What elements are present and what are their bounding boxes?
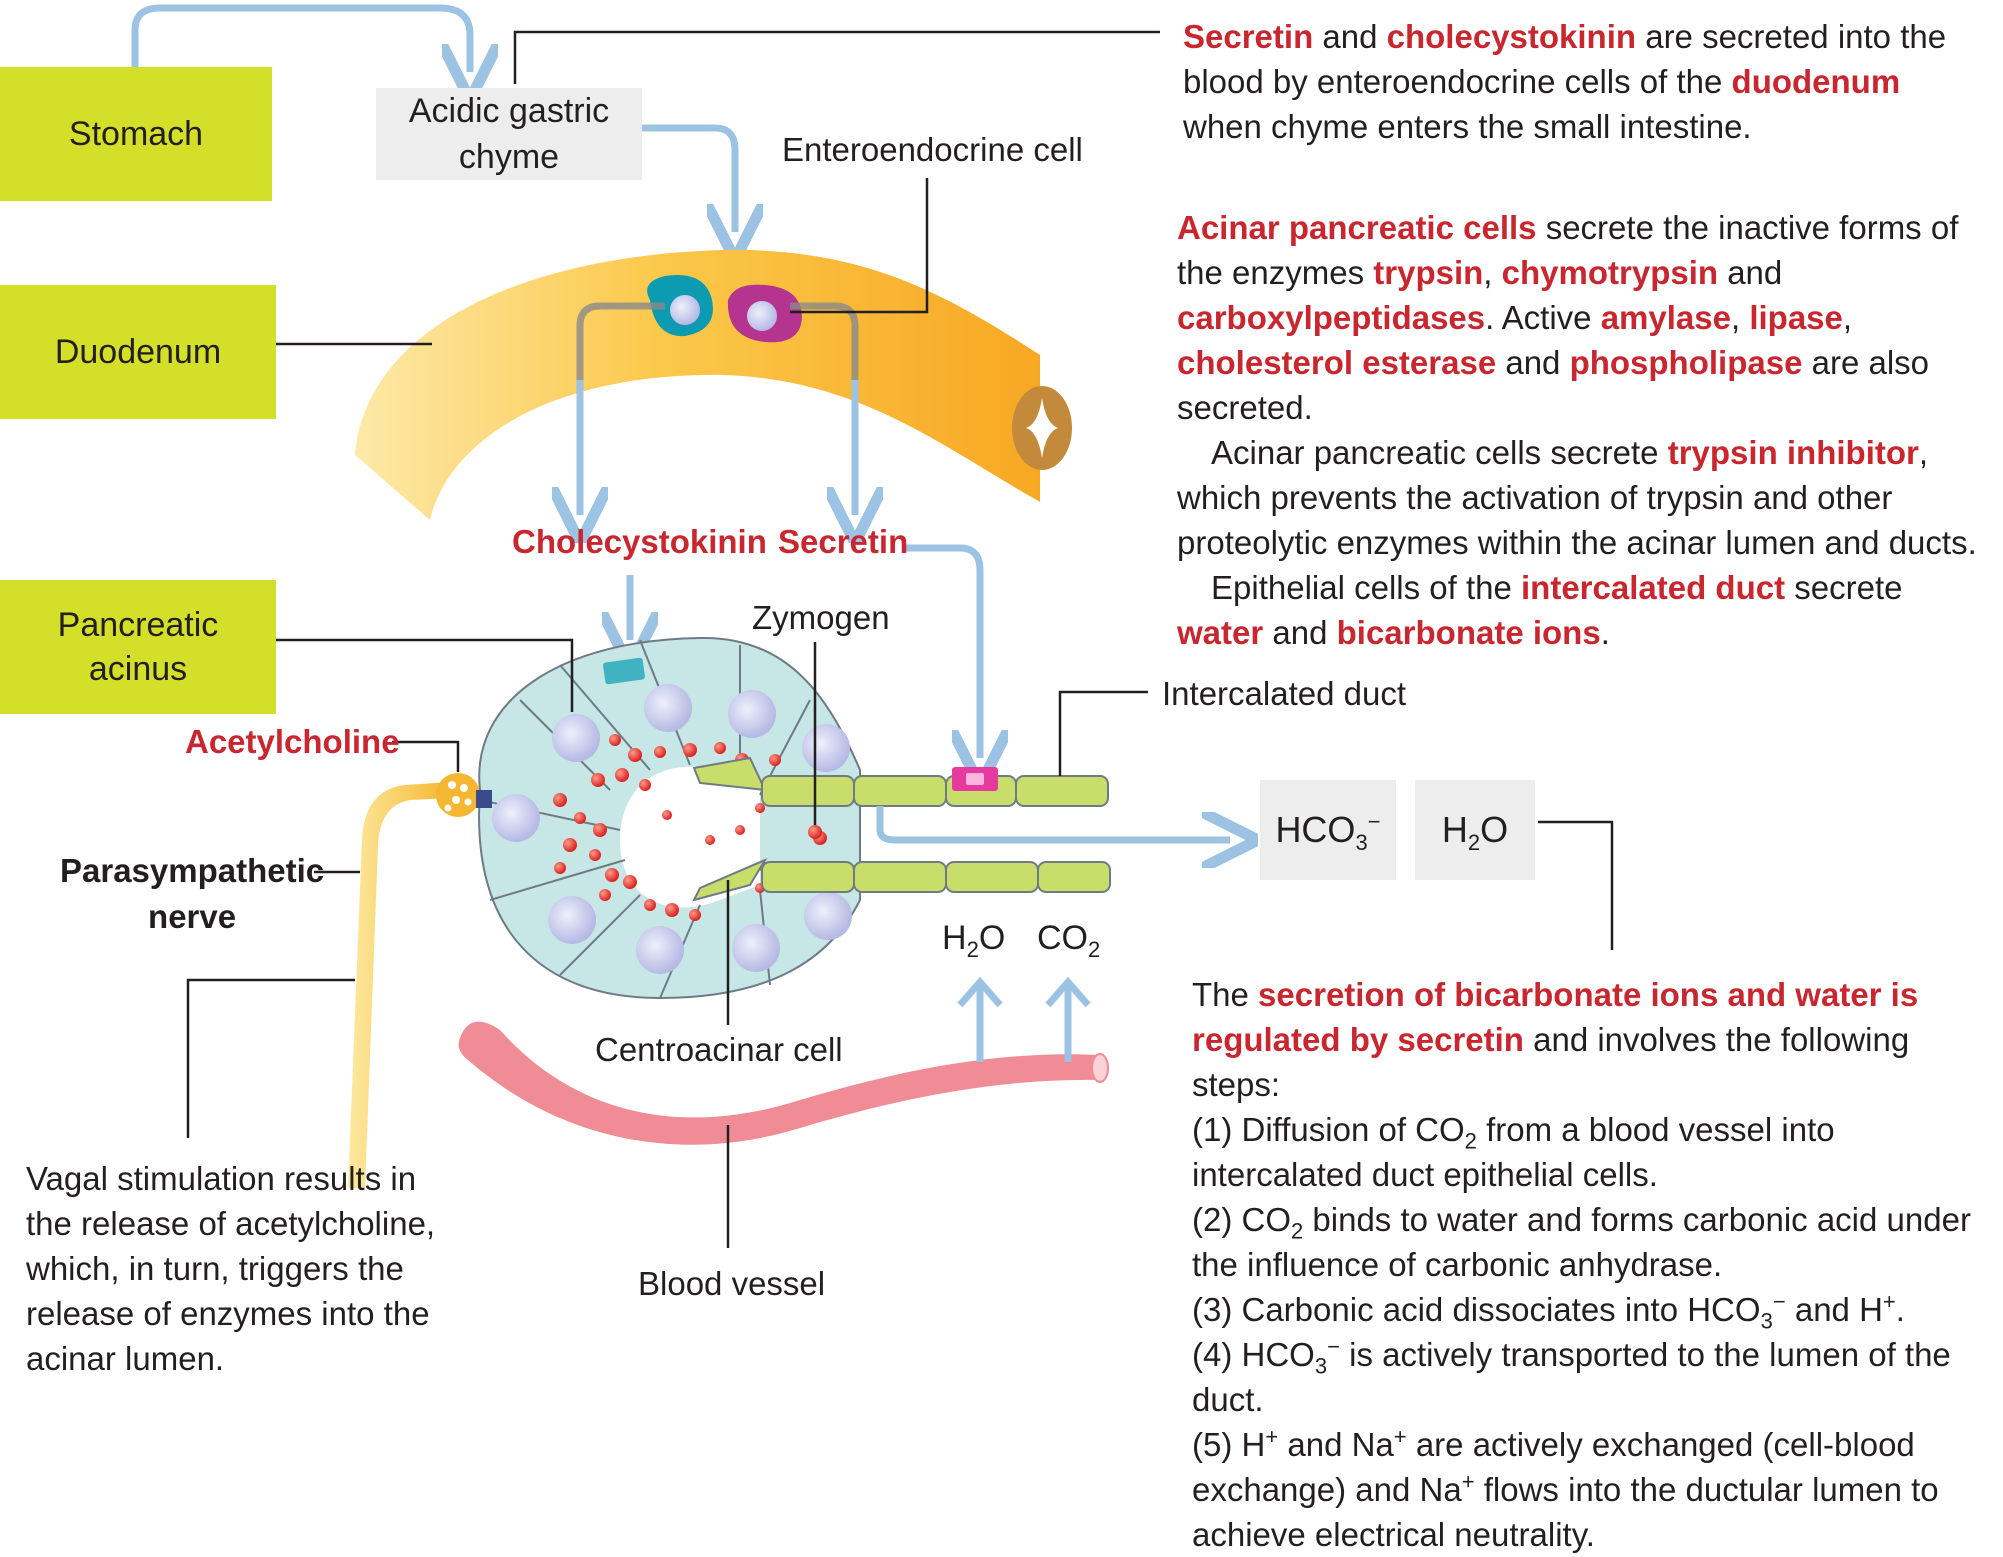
bicarbonate-ion-box: HCO3−	[1260, 780, 1396, 880]
acinus-label-line2: acinus	[88, 650, 188, 688]
pancreas-secretion-diagram	[131, 4, 1614, 1248]
bicarbonate-step-4: (4) HCO3− is actively transported to the…	[1192, 1334, 1951, 1419]
acinar-enzymes-paragraph: Acinar pancreatic cells secrete the inac…	[1177, 209, 1959, 426]
acinus-pointer	[276, 638, 574, 712]
intercalated-duct	[761, 775, 1111, 893]
blood-vessel-label: Blood vessel	[638, 1265, 826, 1302]
blood-vessel-end	[1091, 1053, 1109, 1083]
secretin-label: Secretin	[778, 523, 909, 560]
trypsin-inhibitor-paragraph: Acinar pancreatic cells secrete trypsin …	[1177, 434, 1977, 561]
intercalated-duct-pointer	[1058, 690, 1148, 776]
duodenum-label: Duodenum	[54, 333, 222, 371]
intercalated-duct-label: Intercalated duct	[1162, 675, 1406, 712]
hormone-secretion-text: Secretin and cholecystokinin are secrete…	[1183, 18, 1947, 145]
co2-diffusion-arrowhead	[1045, 976, 1091, 1008]
parasympathetic-nerve-label: Parasympathetic nerve	[60, 848, 324, 940]
stomach-to-chyme-arrow	[131, 4, 470, 72]
chyme-label-line2: chyme	[458, 138, 560, 176]
acetylcholine-pointer	[392, 740, 460, 772]
secretin-receptor-highlight	[966, 773, 984, 785]
bicarbonate-step-5: (5) H+ and Na+ are actively exchanged (c…	[1192, 1424, 1939, 1554]
vagal-stimulation-text: Vagal stimulation results in the release…	[26, 1160, 436, 1377]
parasympathetic-nerve	[348, 782, 450, 1188]
acetylcholine-label: Acetylcholine	[185, 723, 400, 760]
stomach-box: Stomach	[0, 67, 272, 201]
acetylcholine-receptor	[476, 790, 492, 808]
hormone-text-pointer	[513, 30, 1160, 84]
secretin-cell-nucleus	[747, 301, 777, 331]
cck-receptor	[603, 657, 645, 685]
bicarbonate-step-3: (3) Carbonic acid dissociates into HCO3−…	[1192, 1289, 1905, 1334]
zymogen-granules	[553, 734, 827, 921]
chyme-label-line1: Acidic gastric	[408, 92, 610, 130]
cholecystokinin-label: Cholecystokinin	[512, 523, 767, 560]
secretin-to-duct-arrow	[905, 544, 980, 758]
vagal-pointer	[186, 978, 355, 1138]
acinar-secretion-text: Acinar pancreatic cells secrete the inac…	[1177, 205, 1993, 655]
water-ion-box: H2O	[1415, 780, 1535, 880]
bicarbonate-step-2: (2) CO2 binds to water and forms carboni…	[1192, 1201, 1971, 1283]
h2o-diffusion-label: H2O	[942, 919, 1006, 962]
bicarbonate-secretion-text: The secretion of bicarbonate ions and wa…	[1192, 972, 1992, 1557]
enteroendocrine-pointer	[790, 178, 929, 314]
h2o-diffusion-arrowhead	[957, 976, 1003, 1008]
stomach-label: Stomach	[68, 115, 204, 153]
duct-to-ions-arrow	[876, 806, 1230, 840]
ions-pointer	[1538, 820, 1614, 950]
bicarbonate-step-1: (1) Diffusion of CO2 from a blood vessel…	[1192, 1111, 1835, 1193]
acinus-label-line1: Pancreatic	[57, 606, 219, 644]
cck-release-arrow	[576, 302, 665, 380]
duodenum-lumen-star	[1026, 398, 1058, 458]
duodenum-tube	[355, 249, 1040, 520]
cck-cell-nucleus	[670, 295, 700, 325]
duodenum-box: Duodenum	[0, 285, 276, 419]
zymogen-label: Zymogen	[752, 599, 890, 636]
enteroendocrine-cell-label: Enteroendocrine cell	[782, 131, 1083, 168]
intercalated-duct-paragraph: Epithelial cells of the intercalated duc…	[1177, 569, 1903, 651]
chyme-to-duodenum-arrow	[642, 124, 735, 232]
blood-vessel	[458, 1021, 1101, 1145]
nerve-terminal	[436, 773, 480, 817]
zymogen-pointer-granule	[808, 825, 822, 839]
nerve-label-line1: Parasympathetic	[60, 852, 325, 889]
nerve-label-line2: nerve	[148, 898, 237, 935]
centroacinar-cell-label: Centroacinar cell	[595, 1031, 843, 1068]
acinar-lumen	[620, 766, 760, 908]
acetylcholine-vesicles	[444, 781, 472, 812]
acidic-gastric-chyme-box: Acidic gastric chyme	[376, 88, 642, 180]
bicarbonate-ion-label: HCO3−	[1275, 809, 1381, 856]
water-ion-label: H2O	[1441, 809, 1509, 856]
bicarbonate-intro: The secretion of bicarbonate ions and wa…	[1192, 976, 1919, 1103]
co2-diffusion-label: CO2	[1037, 919, 1101, 962]
pancreatic-acinus-box: Pancreatic acinus	[0, 580, 276, 714]
